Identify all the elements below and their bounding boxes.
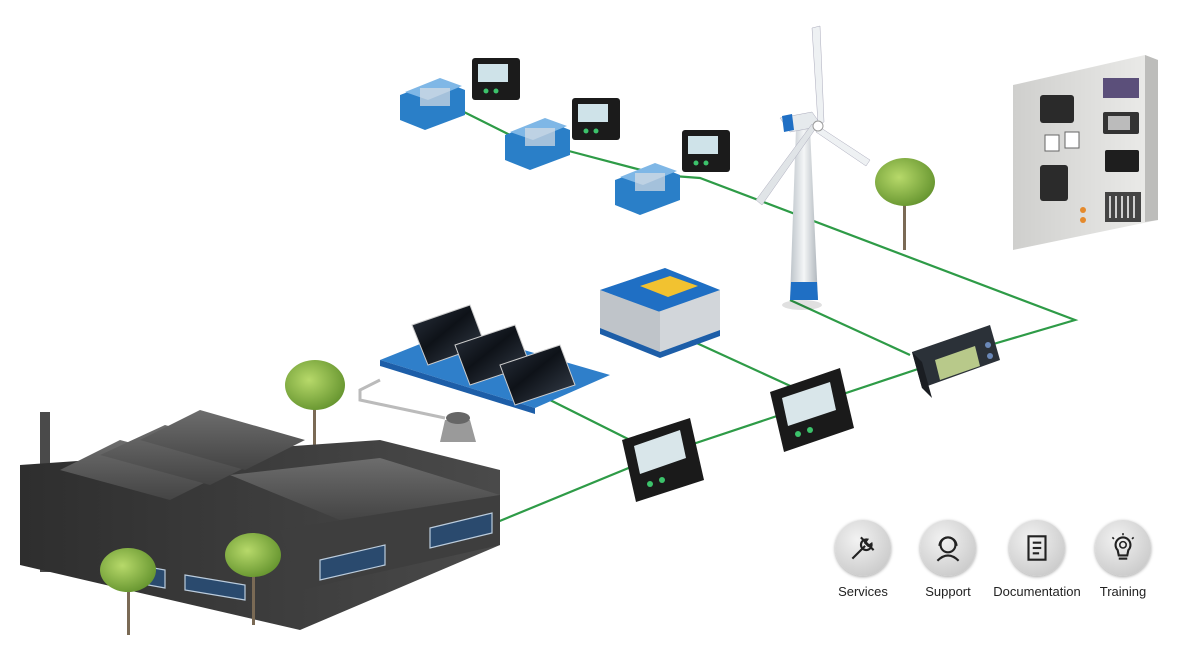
controller-genset-2 [572, 98, 620, 140]
training-item[interactable]: Training [1068, 520, 1178, 599]
controller-genset-3 [682, 130, 730, 172]
document-icon [1009, 520, 1065, 576]
solar-array [360, 305, 610, 442]
genset-1 [400, 78, 465, 130]
factory [20, 410, 500, 630]
tree-right [875, 158, 935, 250]
control-cabinet [1013, 55, 1158, 250]
controller-main [912, 325, 1000, 398]
training-label: Training [1068, 584, 1178, 599]
genset-2 [505, 118, 570, 170]
controller-genset-1 [472, 58, 520, 100]
wind-turbine [756, 26, 870, 310]
controller-solar [622, 418, 704, 502]
lightbulb-gear-icon [1095, 520, 1151, 576]
genset-3 [615, 163, 680, 215]
controller-battery [770, 368, 854, 452]
tools-icon [835, 520, 891, 576]
headset-icon [920, 520, 976, 576]
